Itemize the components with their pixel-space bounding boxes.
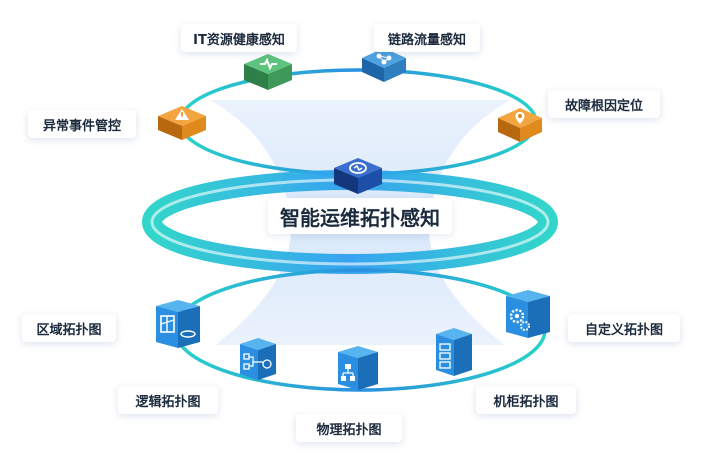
network-nodes-icon [362,48,406,82]
area-map-icon [156,300,200,348]
label-fault-root-cause: 故障根因定位 [548,90,660,118]
logic-flow-icon [240,338,276,380]
label-logic-topology: 逻辑拓扑图 [118,386,218,414]
label-it-health: IT资源健康感知 [181,24,297,52]
label-area-topology: 区域拓扑图 [22,314,116,342]
warning-icon [158,106,206,140]
hierarchy-icon [338,346,378,390]
label-abnormal-events: 异常事件管控 [28,110,136,138]
server-rack-icon [436,328,472,376]
label-link-traffic: 链路流量感知 [374,24,480,52]
label-cabinet-topology: 机柜拓扑图 [476,386,576,414]
location-pin-icon [498,108,542,142]
monitor-icon [334,158,382,194]
center-title: 智能运维拓扑感知 [268,198,452,234]
label-custom-topology: 自定义拓扑图 [568,314,680,342]
heartbeat-icon [244,54,292,90]
gears-icon [506,290,550,338]
label-physical-topology: 物理拓扑图 [296,414,402,442]
